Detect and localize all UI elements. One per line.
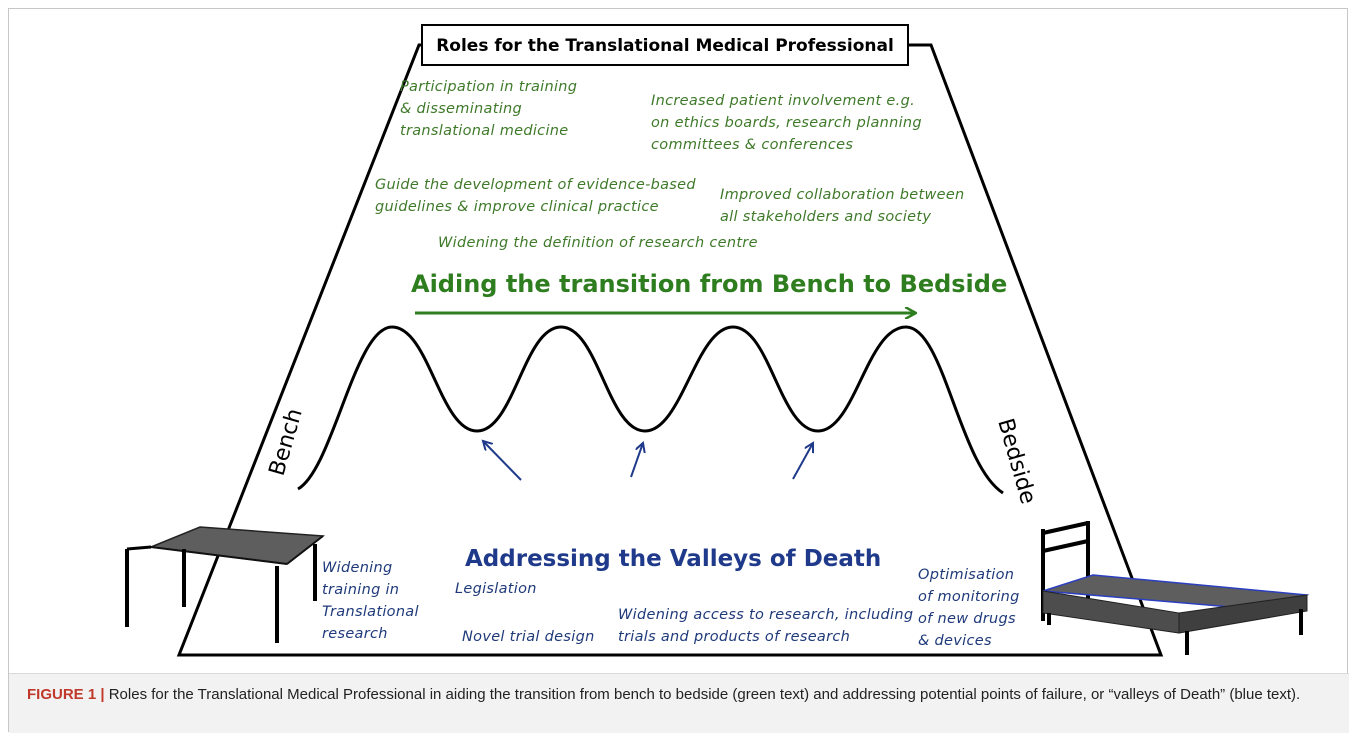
role-guide-guidelines: Guide the development of evidence-based …	[375, 177, 701, 215]
bench-icon	[125, 526, 326, 643]
bedside-label: Bedside	[992, 416, 1040, 507]
diagram-title: Roles for the Translational Medical Prof…	[436, 36, 894, 56]
valley-arrow-3	[792, 443, 813, 480]
title-box	[421, 24, 909, 66]
role-legislation: Legislation	[455, 581, 537, 597]
valleys-heading: Addressing the Valleys of Death	[465, 546, 881, 572]
role-patient-involvement: Increased patient involvement e.g. on et…	[651, 93, 927, 153]
transition-heading: Aiding the transition from Bench to Beds…	[411, 270, 1007, 298]
role-participation-training: Participation in training & disseminatin…	[400, 79, 582, 139]
bed-icon	[1041, 521, 1310, 655]
valleys-wave	[297, 325, 1004, 495]
valley-arrow-2	[630, 443, 643, 478]
role-improved-collaboration: Improved collaboration between all stake…	[720, 187, 969, 225]
valley-arrow-1	[483, 441, 522, 481]
figure-caption: FIGURE 1 | Roles for the Translational M…	[9, 673, 1349, 733]
role-optimisation-monitoring: Optimisation of monitoring of new drugs …	[918, 567, 1025, 649]
role-widening-access: Widening access to research, including t…	[618, 607, 918, 645]
caption-label: FIGURE 1 |	[27, 686, 105, 703]
role-widening-training: Widening training in Translational resea…	[322, 560, 424, 642]
translational-diagram: Roles for the Translational Medical Prof…	[125, 24, 1310, 657]
figure-frame: Roles for the Translational Medical Prof…	[8, 8, 1349, 733]
role-novel-trial-design: Novel trial design	[462, 629, 595, 645]
caption-text: Roles for the Translational Medical Prof…	[108, 686, 1301, 703]
role-widening-definition: Widening the definition of research cent…	[438, 235, 758, 251]
